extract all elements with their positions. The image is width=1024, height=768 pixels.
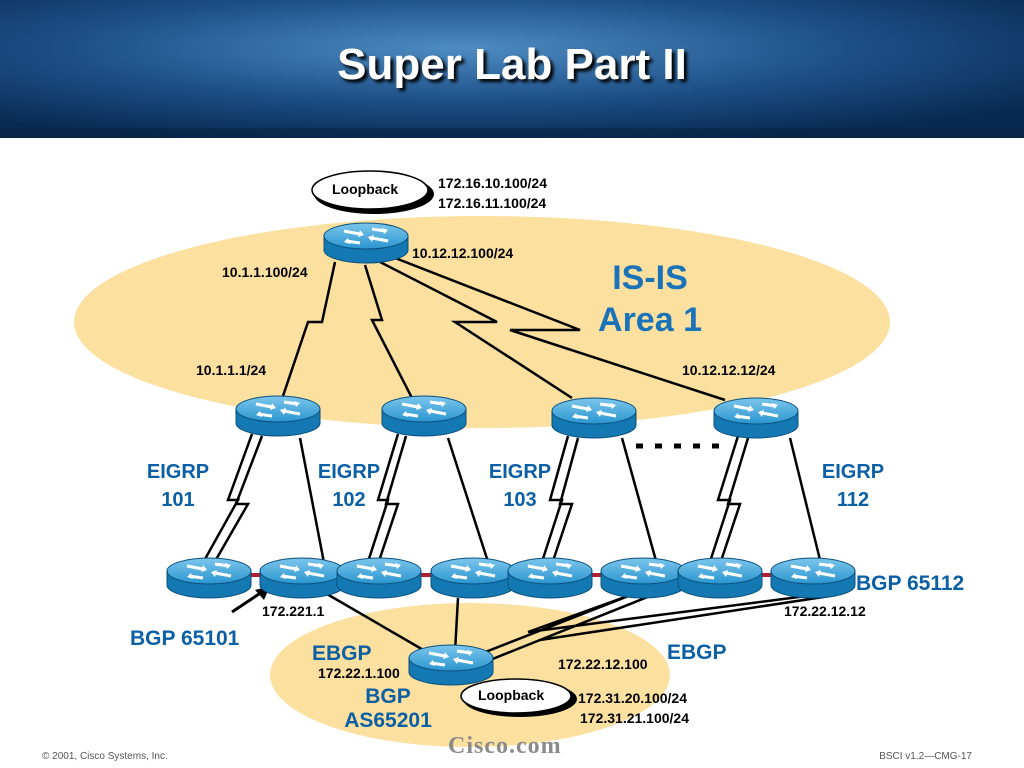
- router-access-103b[interactable]: [599, 556, 687, 600]
- eigrp-103-name: EIGRP: [488, 461, 552, 483]
- bgp-as-line1: BGP: [365, 685, 411, 708]
- router-access-103a[interactable]: [506, 556, 594, 600]
- router-core[interactable]: [322, 221, 410, 265]
- loopback-top-oval: [311, 170, 429, 210]
- loopback-bottom-ip-2: 172.31.21.100/24: [580, 710, 689, 726]
- dist-right-ip: 10.12.12.12/24: [682, 362, 776, 378]
- footer-course-code: BSCI v1.2—CMG-17: [879, 751, 972, 762]
- ip-172-22-12-12: 172.22.12.12: [784, 603, 866, 619]
- loopback-top-ip-1: 172.16.10.100/24: [438, 175, 547, 191]
- loopback-bottom-label: Loopback: [478, 687, 545, 703]
- ebgp-link-right-b: [469, 592, 831, 670]
- eigrp112-link-a: [706, 435, 740, 569]
- ip-172-22-1-100: 172.22.1.100: [318, 665, 400, 681]
- serial-link-top-eigrp103: [379, 260, 573, 400]
- eigrp-101-name: EIGRP: [146, 461, 210, 483]
- ebgp-link-left: [319, 588, 433, 657]
- eigrp101-link-b: [208, 435, 264, 571]
- router-bgp-as65201[interactable]: [407, 643, 495, 687]
- ebgp-link-right-a: [464, 591, 823, 662]
- core-left-ip: 10.1.1.100/24: [222, 264, 308, 280]
- eigrp102-link-a: [364, 433, 400, 569]
- bgp65101-arrow: [231, 590, 263, 614]
- eigrp-112-as: 112: [836, 489, 870, 511]
- eigrp-102-as: 102: [332, 489, 366, 511]
- router-access-101b[interactable]: [258, 556, 346, 600]
- eigrp-102-name: EIGRP: [317, 461, 381, 483]
- router-access-102b[interactable]: [429, 556, 517, 600]
- bgp-65112-label: BGP 65112: [856, 572, 965, 595]
- eigrp-101-as: 101: [161, 489, 195, 511]
- loopback-top-label: Loopback: [332, 181, 399, 197]
- router-access-112b[interactable]: [769, 556, 857, 600]
- title-banner: [0, 0, 1024, 138]
- eigrp-103-as: 103: [503, 489, 537, 511]
- eigrp101-link-c: [298, 437, 327, 569]
- core-right-ip: 10.12.12.100/24: [412, 245, 514, 261]
- ebgp-right-label: EBGP: [667, 641, 727, 664]
- ip-172-22-12-100: 172.22.12.100: [558, 656, 648, 672]
- cisco-logo: Cisco.com: [448, 733, 562, 759]
- eigrp112-link-c: [788, 437, 824, 569]
- loopback-bottom-ip-1: 172.31.20.100/24: [578, 690, 687, 706]
- serial-link-top-eigrp112: [389, 254, 726, 402]
- router-eigrp112-dist[interactable]: [712, 396, 800, 440]
- eigrp103-link-b: [548, 437, 580, 571]
- router-access-102a[interactable]: [335, 556, 423, 600]
- eigrp101-link-a: [198, 433, 254, 569]
- router-eigrp103-dist[interactable]: [550, 396, 638, 440]
- eigrp102-link-c: [446, 437, 492, 569]
- ip-172-221-1: 172.221.1: [262, 603, 325, 619]
- loopback-bottom-oval: [460, 678, 572, 714]
- footer-copyright: © 2001, Cisco Systems, Inc.: [42, 751, 168, 762]
- router-eigrp101-dist[interactable]: [234, 394, 322, 438]
- serial-link-top-eigrp101: [281, 261, 337, 397]
- ebgp-left-label: EBGP: [312, 642, 372, 665]
- eigrp102-link-b: [374, 435, 408, 571]
- dist-left-ip: 10.1.1.1/24: [196, 362, 267, 378]
- eigrp112-link-b: [716, 437, 750, 571]
- ebgp-link-mid: [453, 597, 460, 653]
- loopback-top-ip-2: 172.16.11.100/24: [438, 195, 547, 211]
- isis-area-line1: IS-IS: [612, 259, 688, 297]
- eigrp-112-name: EIGRP: [821, 461, 885, 483]
- bgp-as-line2: AS65201: [344, 709, 432, 732]
- eigrp103-link-c: [620, 437, 660, 569]
- router-eigrp102-dist[interactable]: [380, 394, 468, 438]
- router-access-101a[interactable]: [165, 556, 253, 600]
- serial-link-top-eigrp102: [363, 264, 414, 399]
- page-title: Super Lab Part II: [337, 40, 687, 89]
- bgp-65101-label: BGP 65101: [130, 627, 240, 650]
- isis-area-line2: Area 1: [598, 301, 702, 339]
- router-access-112a[interactable]: [676, 556, 764, 600]
- eigrp103-link-a: [538, 435, 570, 569]
